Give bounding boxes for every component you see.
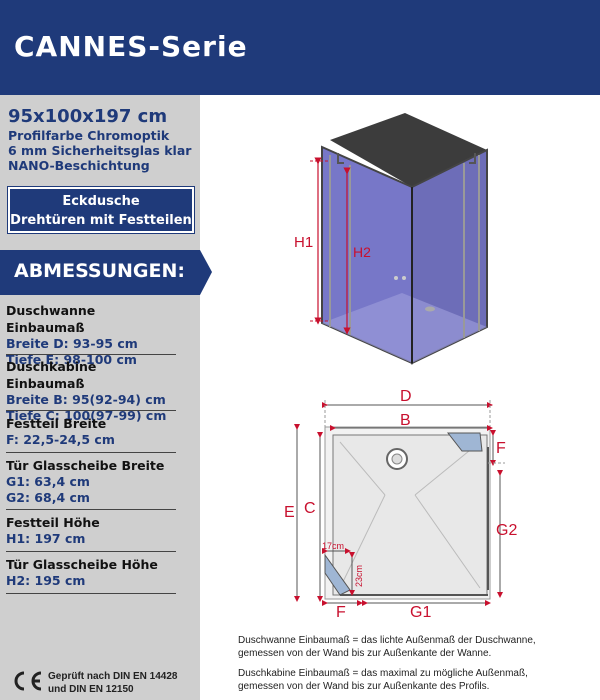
label-f-bottom: F	[336, 604, 346, 621]
product-size: 95x100x197 cm	[8, 106, 168, 127]
group-door-glass-width: Tür Glasscheibe Breite G1: 63,4 cm G2: 6…	[6, 457, 178, 506]
spec-glass: 6 mm Sicherheitsglas klar	[8, 143, 192, 158]
product-type-badge: Eckdusche Drehtüren mit Festteilen	[8, 187, 194, 233]
type-line-1: Eckdusche	[62, 194, 140, 209]
label-h1: H1	[294, 234, 313, 251]
group-value: H1: 197 cm	[6, 531, 86, 546]
group-value: Tiefe E: 98-100 cm	[6, 352, 137, 367]
note-line: gemessen von der Wand bis zur Außenkante…	[238, 681, 490, 692]
group-title: Tür Glasscheibe Höhe	[6, 557, 158, 572]
group-value: G1: 63,4 cm	[6, 474, 90, 489]
label-f-top: F	[496, 440, 506, 457]
ce-mark-icon	[14, 671, 42, 691]
divider	[6, 452, 176, 453]
divider	[6, 354, 176, 355]
label-g2: G2	[496, 522, 517, 539]
group-title: Duschkabine Einbaumaß	[6, 359, 97, 391]
label-g1: G1	[410, 604, 431, 621]
group-value: G2: 68,4 cm	[6, 490, 90, 505]
group-cabin-install: Duschkabine Einbaumaß Breite B: 95(92-94…	[6, 358, 178, 424]
spec-coating: NANO-Beschichtung	[8, 158, 150, 173]
label-d: D	[400, 388, 412, 405]
group-door-glass-height: Tür Glasscheibe Höhe H2: 195 cm	[6, 556, 178, 589]
dimensions-heading-banner: ABMESSUNGEN:	[0, 250, 212, 295]
divider	[6, 551, 176, 552]
certification-line: und DIN EN 12150	[48, 684, 134, 695]
group-title: Festteil Höhe	[6, 515, 100, 530]
note-line: Duschwanne Einbaumaß = das lichte Außenm…	[238, 635, 536, 646]
certification-line: Geprüft nach DIN EN 14428	[48, 671, 178, 682]
group-tray-install: Duschwanne Einbaumaß Breite D: 93-95 cm …	[6, 302, 178, 368]
note-line: gemessen von der Wand bis zur Außenkante…	[238, 648, 492, 659]
group-title: Tür Glasscheibe Breite	[6, 458, 165, 473]
definition-notes: Duschwanne Einbaumaß = das lichte Außenm…	[238, 634, 588, 700]
header-banner: CANNES-Serie	[0, 0, 600, 95]
group-value: Breite B: 95(92-94) cm	[6, 392, 166, 407]
label-h2: H2	[353, 244, 371, 260]
divider	[6, 410, 176, 411]
certification-text: Geprüft nach DIN EN 14428 und DIN EN 121…	[48, 670, 177, 696]
floor-plan: D B E C F G2 17cm 23cm F G1	[284, 388, 517, 621]
dimensions-heading: ABMESSUNGEN:	[14, 260, 185, 282]
group-title: Duschwanne Einbaumaß	[6, 303, 96, 335]
note-line: Duschkabine Einbaumaß = das maximal zu m…	[238, 668, 528, 679]
group-fixed-height: Festteil Höhe H1: 197 cm	[6, 514, 178, 547]
divider	[6, 593, 176, 594]
label-b: B	[400, 412, 411, 429]
shower-3d-view: H1 H2	[294, 113, 488, 365]
label-23cm: 23cm	[354, 565, 364, 587]
group-value: Tiefe C: 100(97-99) cm	[6, 408, 167, 423]
group-value: H2: 195 cm	[6, 573, 86, 588]
technical-drawing: H1 H2 D B E C F G2 17cm 23cm	[284, 113, 517, 621]
label-c: C	[304, 500, 316, 517]
group-value: F: 22,5-24,5 cm	[6, 432, 115, 447]
spec-profile-color: Profilfarbe Chromoptik	[8, 128, 170, 143]
group-title: Festteil Breite	[6, 416, 107, 431]
divider	[6, 509, 176, 510]
group-value: Breite D: 93-95 cm	[6, 336, 138, 351]
group-fixed-width: Festteil Breite F: 22,5-24,5 cm	[6, 415, 178, 448]
label-e: E	[284, 504, 295, 521]
label-17cm: 17cm	[322, 541, 344, 551]
series-title: CANNES-Serie	[14, 30, 248, 63]
type-line-2: Drehtüren mit Festteilen	[10, 213, 192, 228]
